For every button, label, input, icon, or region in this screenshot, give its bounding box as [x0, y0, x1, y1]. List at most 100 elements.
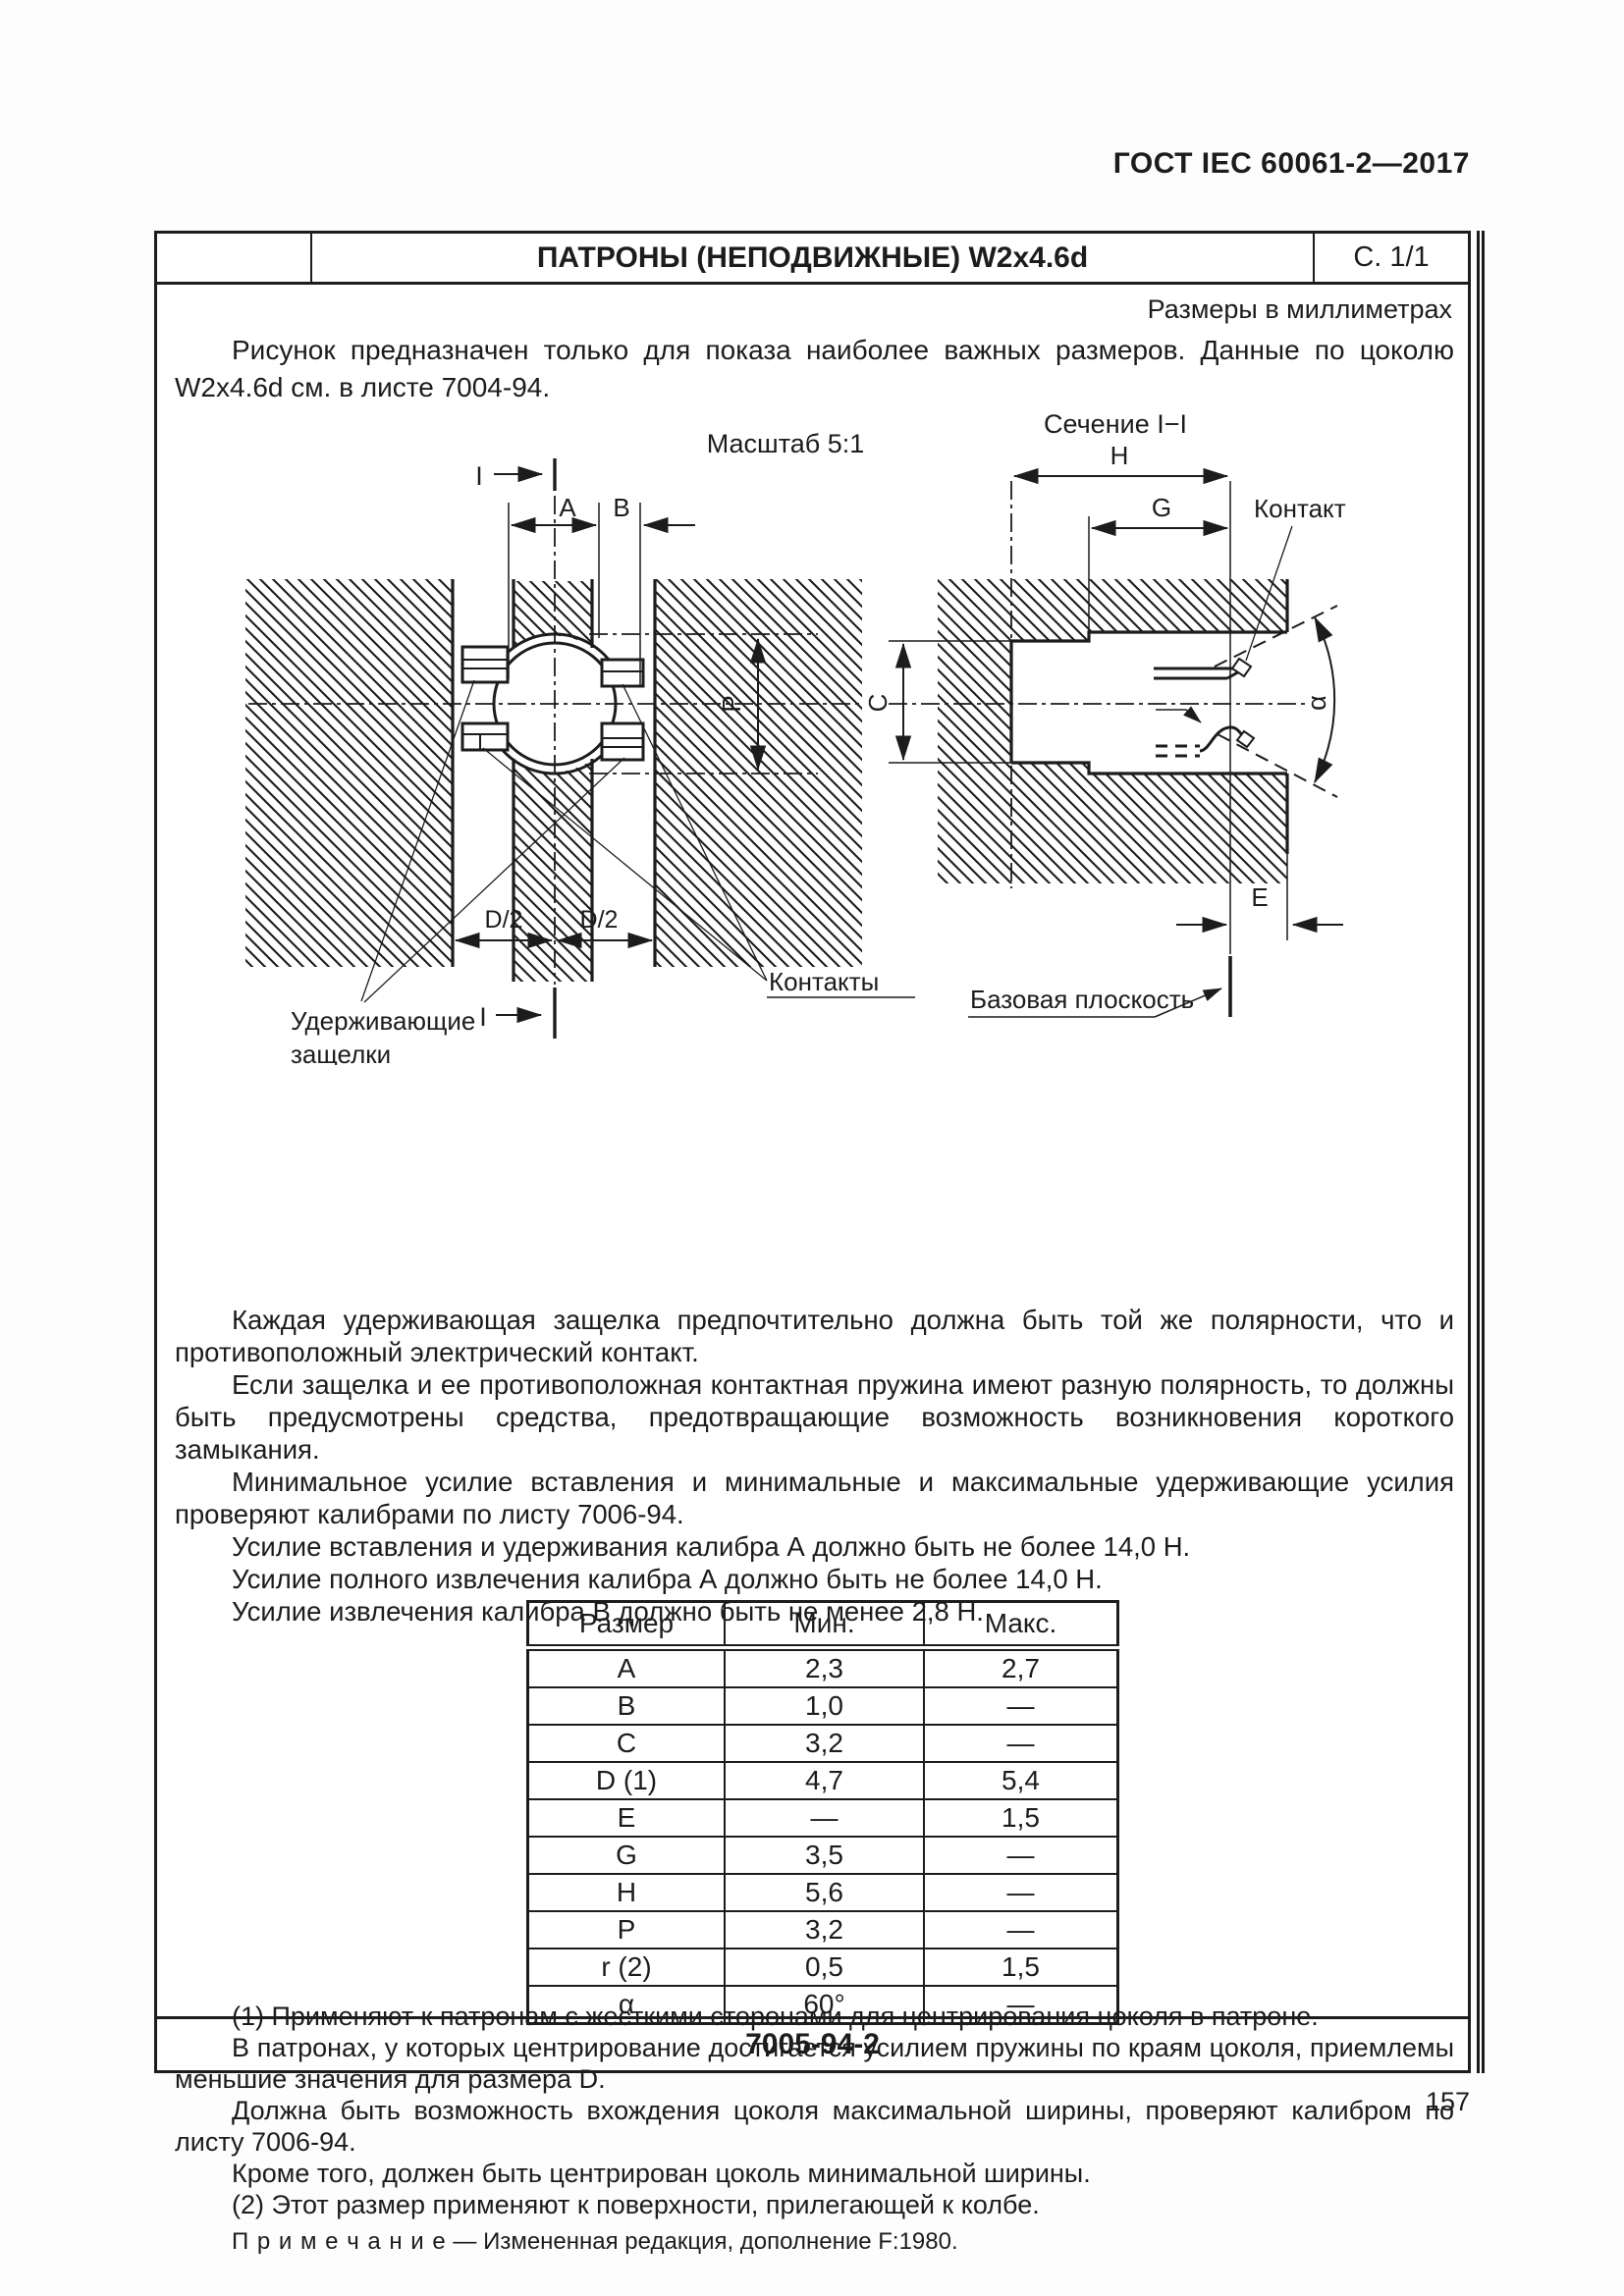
cell-min: 1,0 — [724, 1686, 925, 1726]
cell-min: 5,6 — [724, 1873, 925, 1912]
cavity-outline — [1009, 630, 1287, 775]
table-row: E — 1,5 — [526, 1798, 1119, 1838]
upper-column-hatch — [514, 581, 592, 648]
table-row: D (1) 4,7 5,4 — [526, 1761, 1119, 1800]
latches-label-line2: защелки — [291, 1040, 391, 1065]
contact-upper-right — [600, 658, 645, 688]
table-row: r (2) 0,5 1,5 — [526, 1948, 1119, 1987]
cell-size: G — [526, 1836, 726, 1875]
cell-size: D (1) — [526, 1761, 726, 1800]
table-row: B 1,0 — — [526, 1686, 1119, 1726]
figure-front-view: Масштаб 5:1 — [245, 429, 915, 1065]
cell-min: 2,3 — [724, 1646, 925, 1688]
holder-block-hatch — [938, 579, 1287, 883]
paragraph: Каждая удерживающая защелка предпочтител… — [175, 1305, 1454, 1367]
angle-label: α — [1302, 695, 1331, 711]
footnote-paragraph: В патронах, у которых центрирование дост… — [175, 2033, 1454, 2094]
cell-size: P — [526, 1910, 726, 1949]
cell-max: — — [923, 1910, 1119, 1949]
table-header-row: Размер Мин. Макс. — [526, 1600, 1119, 1651]
paragraph: Если защелка и ее противоположная контак… — [175, 1369, 1454, 1465]
table-row: C 3,2 — — [526, 1724, 1119, 1763]
figure-caption-scale: Масштаб 5:1 — [707, 429, 865, 458]
lower-contact-tip — [1235, 729, 1256, 749]
cell-size: r (2) — [526, 1948, 726, 1987]
lower-contact-dashed — [1156, 744, 1200, 758]
cell-size: A — [526, 1646, 726, 1688]
dim-label-e: E — [1251, 882, 1268, 912]
sheet-page-ref: С. 1/1 — [1313, 234, 1468, 282]
technical-drawings: Масштаб 5:1 — [245, 412, 1346, 1065]
latch-upper-left — [460, 645, 510, 684]
table-row: A 2,3 2,7 — [526, 1646, 1119, 1688]
column-header-max: Макс. — [923, 1600, 1119, 1651]
sheet-footer: 7005-94-2 — [157, 2016, 1468, 2070]
cell-max: 2,7 — [923, 1646, 1119, 1688]
contact-leader — [1245, 525, 1293, 662]
footnote-paragraph: Должна быть возможность вхождения цоколя… — [175, 2096, 1454, 2157]
contacts-label: Контакты — [769, 967, 879, 996]
latch-lower-right — [600, 721, 645, 762]
remark-text: — Измененная редакция, дополнение F:1980… — [453, 2228, 958, 2255]
lower-column-hatch — [514, 760, 592, 982]
paragraph: Усилие вставления и удерживания калибра … — [232, 1531, 1191, 1562]
units-note: Размеры в миллиметрах — [1147, 294, 1452, 324]
angle-rays — [1214, 605, 1338, 798]
remark-line: П р и м е ч а н и е — Измененная редакци… — [232, 2228, 958, 2256]
latches-label-line1: Удерживающие — [291, 1006, 475, 1036]
base-plane-label: Базовая плоскость — [970, 985, 1194, 1014]
contact-label: Контакт — [1254, 494, 1346, 523]
lower-contact-pointer — [1156, 706, 1202, 723]
cell-max: — — [923, 1873, 1119, 1912]
table-row: H 5,6 — — [526, 1873, 1119, 1912]
table-row: P 3,2 — — [526, 1910, 1119, 1949]
cell-max: — — [923, 1686, 1119, 1726]
table-row: G 3,5 — — [526, 1836, 1119, 1875]
extension-lines-c — [889, 640, 1011, 764]
cell-max: 5,4 — [923, 1761, 1119, 1800]
page-number: 157 — [1425, 2087, 1470, 2116]
binding-double-rule — [1477, 231, 1485, 2073]
intro-paragraph: Рисунок предназначен только для показа н… — [175, 335, 1454, 402]
cell-size: E — [526, 1798, 726, 1838]
cell-max: 1,5 — [923, 1798, 1119, 1838]
angle-arc — [1314, 615, 1336, 784]
contact-lower-left — [460, 721, 510, 752]
dim-label-a: A — [559, 493, 576, 522]
left-wall-hatch — [245, 579, 453, 967]
body-paragraphs: Каждая удерживающая защелка предпочтител… — [175, 1304, 1454, 1628]
figure-caption-section: Сечение I−I — [1044, 412, 1187, 439]
base-plane-leader — [1154, 988, 1222, 1018]
column-header-min: Мин. — [724, 1600, 925, 1651]
paragraph: Минимальное усилие вставления и минималь… — [175, 1467, 1454, 1529]
dim-label-h: H — [1110, 441, 1129, 470]
cell-max: — — [923, 1836, 1119, 1875]
extension-lines-ab — [508, 503, 641, 687]
footnote-paragraph: Кроме того, должен быть центрирован цоко… — [232, 2159, 1091, 2188]
dimensions-table: Размер Мин. Макс. A 2,3 2,7 B 1,0 — [526, 1600, 1119, 2025]
leader-lines — [360, 679, 768, 1003]
sheet-header-empty-cell — [157, 234, 312, 282]
footnotes: (1) Применяют к патронам с жесткими стор… — [175, 2001, 1454, 2220]
cell-min: 4,7 — [724, 1761, 925, 1800]
cell-min: 0,5 — [724, 1948, 925, 1987]
dim-label-b: B — [613, 493, 629, 522]
cell-max: 1,5 — [923, 1948, 1119, 1987]
section-marker-bottom-label: I — [479, 1002, 487, 1032]
standard-number: ГОСТ IEC 60061-2—2017 — [1112, 147, 1470, 180]
dim-label-c: C — [863, 694, 893, 713]
upper-contact-tip — [1230, 657, 1253, 678]
column-edges — [512, 579, 594, 982]
cell-min: 3,5 — [724, 1836, 925, 1875]
figure-section-view: Сечение I−I H G C E — [863, 412, 1346, 1018]
dim-label-g: G — [1152, 493, 1171, 522]
footnote-paragraph: (2) Этот размер применяют к поверхности,… — [232, 2190, 1040, 2219]
cell-min: — — [724, 1798, 925, 1838]
sheet-frame: ПАТРОНЫ (НЕПОДВИЖНЫЕ) W2x4.6d С. 1/1 Раз… — [154, 231, 1471, 2255]
cell-min: 3,2 — [724, 1910, 925, 1949]
cell-min: 3,2 — [724, 1724, 925, 1763]
sheet-title: ПАТРОНЫ (НЕПОДВИЖНЫЕ) W2x4.6d — [536, 240, 1089, 274]
cell-size: H — [526, 1873, 726, 1912]
section-marker-top-label: I — [475, 461, 483, 491]
